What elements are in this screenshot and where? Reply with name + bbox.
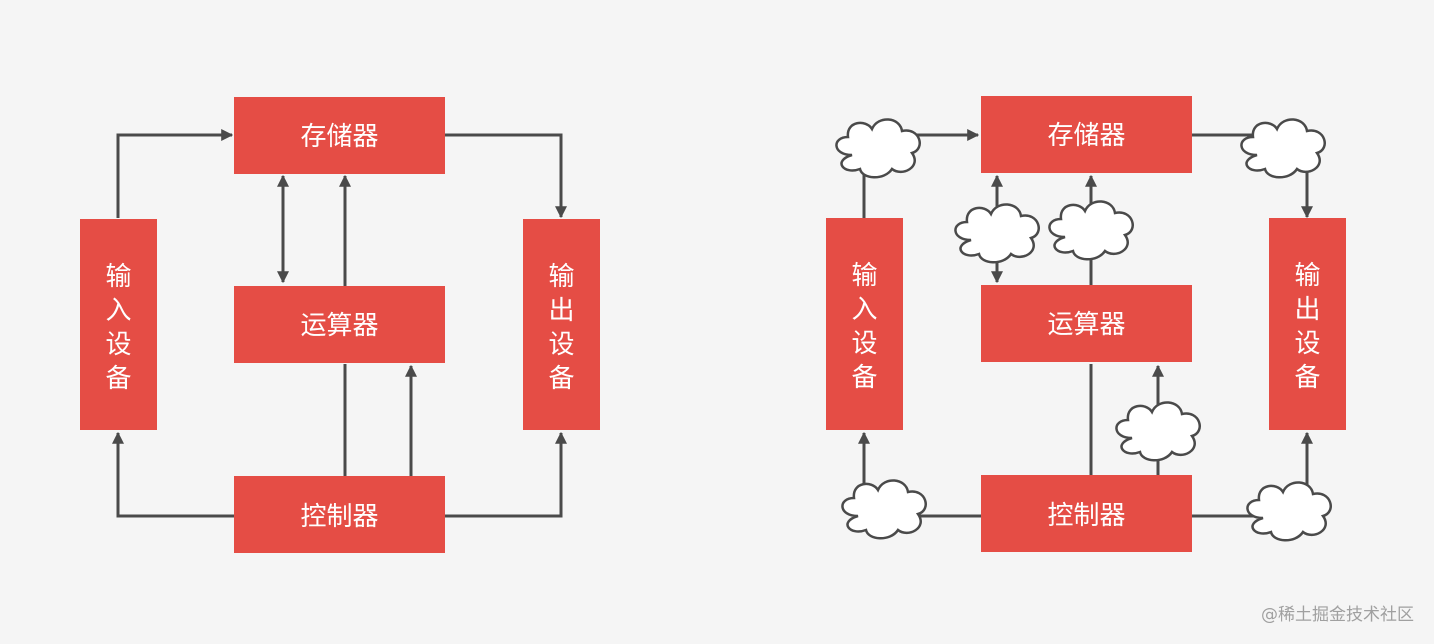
cloud-icon [1115, 401, 1201, 462]
cloud-icon [1048, 200, 1134, 261]
right-alu-label: 运算器 [1047, 310, 1125, 340]
left-output-char-4: 备 [548, 364, 574, 394]
left-arrow-memory-to-output [445, 133, 567, 219]
cloud-icon [954, 203, 1040, 264]
right-controller-label: 控制器 [1047, 501, 1125, 531]
right-controller-box: 控制器 [981, 475, 1192, 552]
left-output-device-box: 输 出 设 备 [523, 219, 600, 430]
left-controller-box: 控制器 [234, 476, 445, 553]
right-memory-label: 存储器 [1047, 121, 1125, 151]
right-input-char-2: 入 [851, 295, 877, 325]
right-output-char-3: 设 [1294, 329, 1320, 359]
left-input-char-4: 备 [105, 364, 131, 394]
right-input-char-1: 输 [851, 261, 877, 291]
left-output-char-1: 输 [548, 262, 574, 292]
right-alu-box: 运算器 [981, 285, 1192, 362]
left-memory-box: 存储器 [234, 97, 445, 174]
cloud-icon [1246, 481, 1332, 542]
right-memory-box: 存储器 [981, 96, 1192, 173]
left-memory-label: 存储器 [300, 122, 378, 152]
left-controller-label: 控制器 [300, 502, 378, 532]
left-output-char-3: 设 [548, 330, 574, 360]
left-output-char-2: 出 [548, 296, 574, 326]
left-arrow-input-to-memory [116, 129, 234, 218]
right-input-char-3: 设 [851, 329, 877, 359]
left-alu-box: 运算器 [234, 286, 445, 363]
right-output-char-2: 出 [1294, 295, 1320, 325]
left-diagram: 存储器 运算器 控制器 输 入 设 备 输 出 设 备 [80, 97, 600, 553]
right-input-char-4: 备 [851, 363, 877, 393]
cloud-icon [841, 479, 927, 540]
left-input-char-2: 入 [105, 296, 131, 326]
left-input-char-1: 输 [105, 262, 131, 292]
cloud-icon [1240, 118, 1326, 179]
left-arrow-controller-to-output [445, 431, 567, 518]
right-input-device-box: 输 入 设 备 [826, 218, 903, 430]
right-output-char-4: 备 [1294, 363, 1320, 393]
right-output-device-box: 输 出 设 备 [1269, 218, 1346, 430]
cloud-icon [835, 118, 921, 179]
left-alu-label: 运算器 [300, 311, 378, 341]
left-input-char-3: 设 [105, 330, 131, 360]
left-input-device-box: 输 入 设 备 [80, 219, 157, 430]
left-arrow-controller-to-input [112, 431, 234, 518]
watermark-text: @稀土掘金技术社区 [1261, 605, 1414, 625]
right-diagram: 存储器 运算器 控制器 输 入 设 备 输 出 设 备 [826, 96, 1346, 552]
left-connectors [112, 129, 567, 518]
right-output-char-1: 输 [1294, 261, 1320, 291]
